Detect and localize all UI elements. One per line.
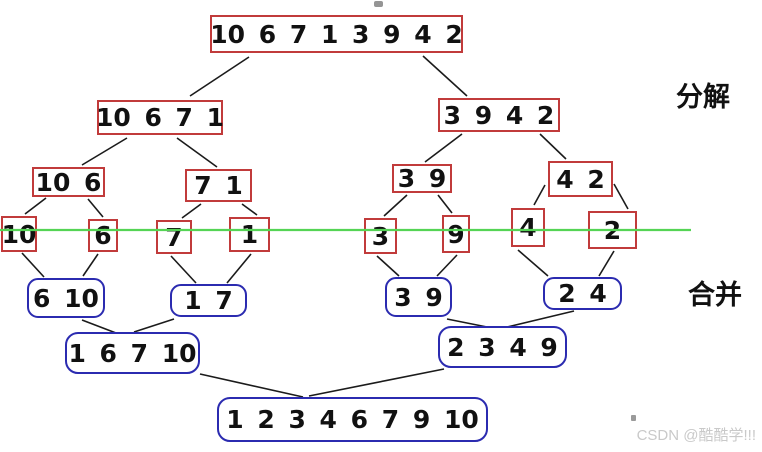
connector-line [189,56,250,97]
connector-line [422,55,468,97]
node-single-10: 10 [1,216,37,252]
node-single-3: 3 [364,218,397,254]
connector-line [308,368,445,397]
node-single-4: 4 [511,208,545,247]
connector-line [424,133,463,163]
connector-line [533,184,546,206]
connector-line [376,255,400,277]
node-root-array: 10 6 7 1 3 9 4 2 [210,15,463,53]
connector-line [170,255,197,284]
connector-line [598,250,615,277]
node-split-7-1: 7 1 [185,169,252,202]
connector-line [517,249,549,277]
connector-line [181,203,202,219]
node-merge-6-10: 6 10 [27,278,105,318]
phase-label-merge: 合并 [688,280,742,311]
connector-line [226,253,252,284]
small-dot-mark [631,415,636,421]
connector-line [241,203,258,216]
node-split-left4: 10 6 7 1 [96,100,224,135]
node-single-7: 7 [156,220,192,254]
node-split-right4: 3 9 4 2 [438,98,560,132]
node-merge-final: 1 2 3 4 6 7 9 10 [217,397,488,442]
connector-line [199,373,304,398]
node-split-4-2: 4 2 [548,161,613,197]
node-merge-3-9: 3 9 [385,277,452,317]
node-split-3-9: 3 9 [392,164,452,193]
connector-line [539,133,567,160]
node-single-1: 1 [229,217,270,252]
watermark-text: CSDN @酷酷学!!! [636,427,756,444]
connector-line [613,183,629,210]
connector-line [506,310,575,328]
connector-line [21,252,45,278]
node-single-6: 6 [88,219,118,252]
connector-line [24,197,47,215]
node-single-9: 9 [442,215,470,253]
node-single-2: 2 [588,211,637,249]
connector-line [82,253,99,277]
connector-line [87,198,104,218]
top-edge-mark [374,1,383,7]
node-merge-left4: 1 6 7 10 [65,332,200,374]
connector-line [437,194,453,214]
connector-line [81,137,128,166]
connector-line [133,318,175,333]
node-merge-2-4: 2 4 [543,277,622,310]
node-split-10-6: 10 6 [32,167,105,197]
node-merge-1-7: 1 7 [170,284,247,317]
connector-line [436,254,458,277]
connector-line [383,194,408,217]
node-merge-right4: 2 3 4 9 [438,326,567,368]
phase-label-decompose: 分解 [676,82,730,113]
connector-line [176,137,218,168]
